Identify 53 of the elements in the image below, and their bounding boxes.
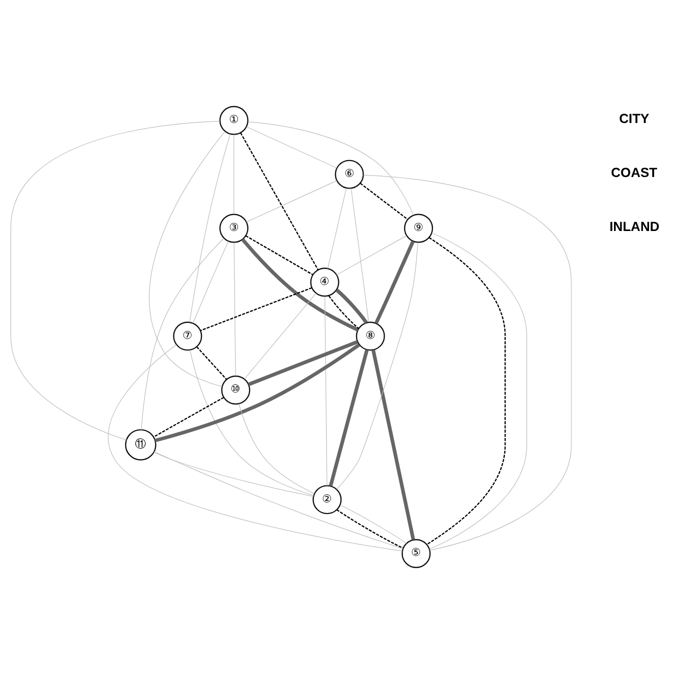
connector: [426, 237, 506, 545]
connector: [350, 188, 369, 322]
connector: [360, 182, 408, 220]
connector: [328, 349, 369, 486]
node-circle: ②: [312, 485, 342, 514]
connector: [371, 350, 416, 540]
connector: [248, 340, 358, 386]
connector: [153, 396, 224, 438]
connector: [248, 122, 414, 216]
connector: [108, 344, 402, 552]
connector: [192, 240, 229, 324]
label: COAST: [610, 165, 658, 180]
connector: [241, 238, 359, 332]
connector: [429, 232, 528, 550]
connector: [10, 120, 220, 440]
label: CITY: [619, 111, 650, 126]
node-circle: ④: [310, 268, 340, 297]
connector: [335, 288, 368, 324]
connector: [154, 451, 404, 549]
connector: [374, 240, 415, 324]
connector: [327, 188, 347, 269]
connector: [154, 452, 314, 497]
connector: [149, 131, 226, 387]
connector: [240, 132, 319, 270]
connector: [196, 346, 227, 380]
connector: [244, 292, 316, 380]
connector: [246, 126, 338, 168]
node-circle: ⑦: [173, 322, 202, 351]
connector: [336, 235, 407, 276]
node-circle: ①: [219, 106, 248, 135]
connector: [154, 343, 360, 442]
node-circle: ⑪: [125, 429, 156, 460]
connector: [234, 242, 236, 376]
node-circle: ⑥: [334, 160, 364, 189]
connector: [190, 350, 314, 496]
connector: [189, 134, 230, 322]
label: INLAND: [609, 219, 660, 234]
connector: [245, 235, 314, 276]
connector: [238, 404, 315, 494]
node-circle: ⑧: [356, 322, 385, 351]
connector: [246, 180, 338, 222]
connector: [336, 242, 418, 490]
node-circle: ⑤: [402, 539, 431, 568]
connector: [328, 296, 359, 329]
connector: [363, 174, 572, 551]
connector: [324, 296, 328, 486]
node-circle: ③: [219, 214, 248, 243]
connector: [141, 238, 224, 430]
node-circle: ⑩: [221, 376, 250, 405]
connector: [336, 509, 404, 549]
connector: [200, 287, 312, 332]
node-circle: ⑨: [404, 214, 434, 243]
connector: [340, 504, 407, 544]
